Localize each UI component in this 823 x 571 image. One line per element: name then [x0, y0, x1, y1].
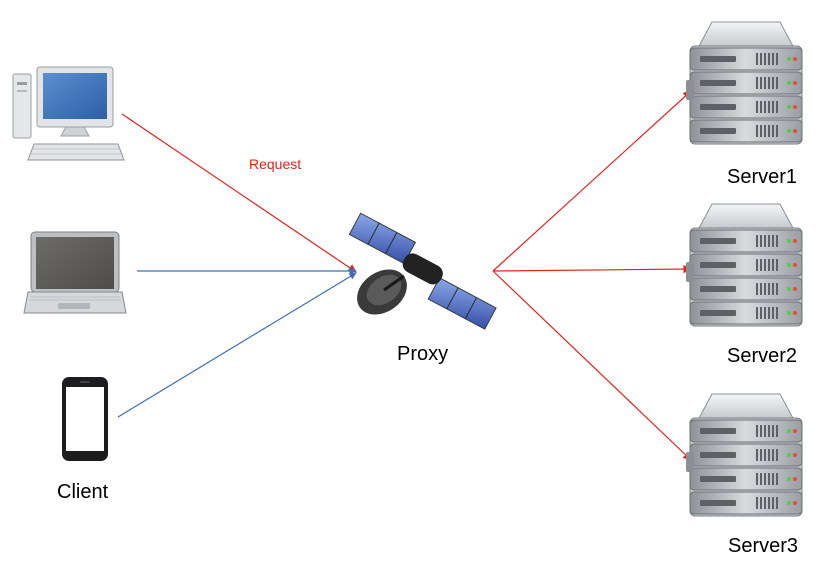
- server3-label: Server3: [728, 535, 799, 557]
- connection-line-phone: [117, 272, 357, 418]
- forward-line-server1: [492, 90, 692, 272]
- proxy-label: Proxy: [397, 343, 449, 365]
- satellite-icon: [348, 212, 497, 330]
- desktop-computer-icon: [12, 66, 125, 161]
- forward-line-server2: [492, 264, 692, 274]
- smartphone-icon: [62, 377, 108, 461]
- request-label: Request: [249, 156, 302, 172]
- server-rack-icon: [686, 204, 802, 326]
- server-rack-icon: [686, 22, 802, 144]
- forward-line-server3: [492, 270, 692, 461]
- request-line-desktop: [121, 113, 357, 273]
- server1-label: Server1: [727, 166, 798, 188]
- server2-label: Server2: [727, 345, 798, 367]
- client-label: Client: [57, 481, 109, 503]
- laptop-icon: [23, 231, 127, 314]
- server-rack-icon: [686, 394, 802, 516]
